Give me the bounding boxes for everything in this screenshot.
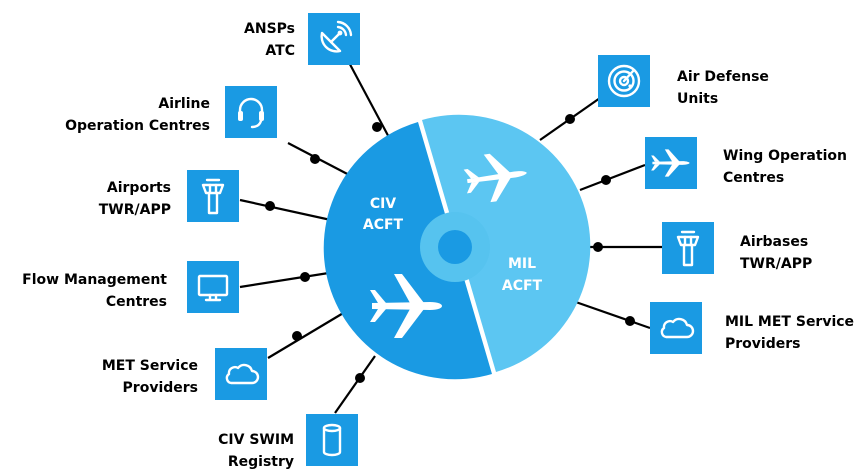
node-wing-operation-centres: Wing Operation Centres [645, 137, 847, 189]
flow-management-centres-label-line1: Flow Management [22, 272, 167, 288]
air-defense-units-label-line2: Units [677, 91, 718, 107]
control-tower-icon [201, 178, 225, 215]
satellite-dish-icon [320, 20, 353, 53]
hub: CIV ACFT MIL ACFT [323, 114, 591, 380]
air-defense-units-label-line1: Air Defense [677, 69, 769, 85]
node-airline-operation-centres: Airline Operation Centres [65, 86, 277, 138]
connector-dot [292, 331, 302, 341]
mil-met-service-providers-label-line1: MIL MET Service [725, 314, 854, 330]
node-ansps-atc: ANSPs ATC [244, 13, 360, 65]
civ-swim-registry-label-line2: Registry [228, 454, 294, 470]
connector-dot [355, 373, 365, 383]
connector-dot [593, 242, 603, 252]
node-flow-management-centres: Flow Management Centres [22, 261, 239, 313]
met-service-providers-tile [215, 348, 267, 400]
civ-swim-registry-label-line1: CIV SWIM [218, 432, 294, 448]
airports-twr-app-label-line1: Airports [107, 180, 171, 196]
airline-operation-centres-tile [225, 86, 277, 138]
connector-met-service-providers [267, 311, 346, 359]
connector-airports-twr-app [239, 198, 341, 224]
radar-icon [607, 64, 641, 98]
connector-airline-operation-centres [287, 142, 356, 179]
node-met-service-providers: MET Service Providers [102, 348, 267, 400]
airbases-twr-app-label-line2: TWR/APP [740, 256, 812, 272]
airbases-twr-app-label-line1: Airbases [740, 234, 808, 250]
met-service-providers-label-line1: MET Service [102, 358, 198, 374]
monitor-icon [197, 274, 229, 302]
airline-operation-centres-label-line1: Airline [158, 96, 210, 112]
fighter-jet-icon [651, 149, 690, 177]
connector-dot [310, 154, 320, 164]
connector-wing-operation-centres [579, 163, 646, 192]
mil-met-service-providers-tile [650, 302, 702, 354]
node-air-defense-units: Air Defense Units [598, 55, 769, 107]
connector-mil-met-service-providers [569, 298, 651, 330]
hub-core [438, 230, 472, 264]
airbases-twr-app-tile [662, 222, 714, 274]
connector-dot [265, 201, 275, 211]
headset-icon [238, 97, 264, 129]
civ-airplane-icon [370, 274, 442, 338]
cloud-icon [660, 317, 695, 339]
node-mil-met-service-providers: MIL MET Service Providers [650, 302, 854, 354]
mil-met-service-providers-label-line2: Providers [725, 336, 800, 352]
connector-flow-management-centres [239, 270, 336, 289]
cloud-icon [225, 363, 260, 385]
connector-ansps-atc [344, 54, 393, 144]
connector-dot [601, 175, 611, 185]
connectors [239, 54, 665, 414]
mil-label-line2: ACFT [502, 278, 543, 294]
connector-dot [625, 316, 635, 326]
civ-label-line1: CIV [370, 196, 396, 212]
civ-swim-registry-tile [306, 414, 358, 466]
node-civ-swim-registry: CIV SWIM Registry [218, 414, 358, 470]
mil-aircraft-segment [422, 114, 591, 372]
met-service-providers-label-line2: Providers [123, 380, 198, 396]
ansps-atc-label-line2: ATC [265, 43, 295, 59]
connector-dot [565, 114, 575, 124]
mil-airplane-icon [463, 153, 527, 203]
mil-label-line1: MIL [508, 256, 536, 272]
connector-dot [300, 272, 310, 282]
node-airbases-twr-app: Airbases TWR/APP [662, 222, 812, 274]
airports-twr-app-label-line2: TWR/APP [99, 202, 171, 218]
flow-management-centres-label-line2: Centres [106, 294, 167, 310]
wing-operation-centres-label-line2: Centres [723, 170, 784, 186]
flow-management-centres-tile [187, 261, 239, 313]
node-airports-twr-app: Airports TWR/APP [99, 170, 239, 222]
civ-aircraft-segment [323, 122, 492, 380]
civ-label-line2: ACFT [363, 217, 404, 233]
connector-civ-swim-registry [334, 355, 376, 414]
airline-operation-centres-label-line2: Operation Centres [65, 118, 210, 134]
wing-operation-centres-label-line1: Wing Operation [723, 148, 847, 164]
ansps-atc-label-line1: ANSPs [244, 21, 295, 37]
control-tower-icon [676, 230, 700, 267]
database-icon [322, 423, 342, 457]
connector-dot [372, 122, 382, 132]
